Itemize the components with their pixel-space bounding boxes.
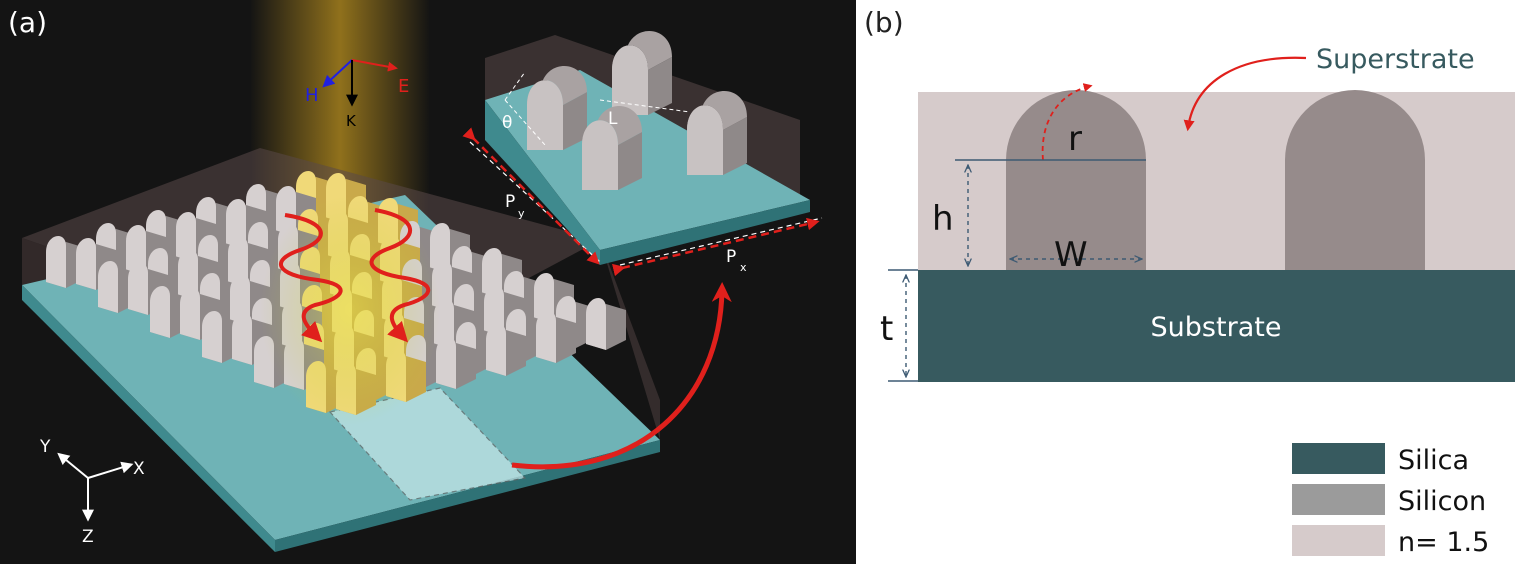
substrate-label: Substrate — [1151, 312, 1282, 343]
radius-arrow — [1041, 83, 1093, 161]
legend-label-silicon: Silicon — [1398, 486, 1486, 517]
py-subscript: y — [518, 207, 525, 220]
px-subscript: x — [740, 261, 747, 274]
field-vectors: E H K — [305, 59, 409, 130]
y-axis-label: Y — [39, 437, 51, 457]
legend-swatch-index — [1292, 525, 1385, 556]
superstrate-label: Superstrate — [1316, 44, 1475, 75]
zoom-arrow — [511, 282, 732, 470]
pillar-35 — [486, 323, 526, 376]
panel-b: (b) Substrate Superstrate r h W t Silica — [864, 6, 1515, 558]
panel-a-label: (a) — [8, 6, 47, 39]
legend-label-silica: Silica — [1398, 445, 1469, 476]
substrate-region — [918, 270, 1515, 382]
panel-a: E H K θ L P y P x — [0, 0, 856, 564]
z-axis-label: Z — [82, 527, 94, 547]
pillar-11 — [586, 297, 626, 350]
legend-swatch-silica — [1292, 443, 1385, 474]
e-field-label: E — [398, 76, 409, 97]
pillar-63 — [128, 262, 168, 315]
panel-b-label: (b) — [864, 6, 904, 39]
incident-wave-arrows — [279, 208, 431, 343]
h-field-label: H — [305, 85, 319, 106]
py-dimension-arrow — [462, 127, 600, 265]
superstrate-arrow — [1183, 56, 1307, 132]
t-label: t — [880, 309, 893, 349]
illumination-spot — [260, 195, 440, 425]
w-label: W — [1054, 235, 1088, 275]
legend-label-index: n= 1.5 — [1398, 527, 1489, 558]
pillar-47 — [436, 336, 476, 389]
pillar-2 — [1285, 90, 1425, 270]
py-label: P — [505, 192, 515, 212]
l-label: L — [608, 109, 618, 129]
inset-pillar-3 — [687, 91, 747, 175]
legend-swatch-silicon — [1292, 484, 1385, 515]
inset-pillar-1 — [612, 31, 672, 115]
pillar-1 — [1006, 90, 1146, 270]
x-axis-label: X — [133, 459, 145, 479]
k-vector-label: K — [346, 112, 357, 130]
pillar-23 — [536, 310, 576, 363]
unit-cell-inset: θ L P y P x — [462, 31, 823, 277]
r-label: r — [1068, 119, 1082, 159]
xyz-axes: X Y Z — [39, 437, 145, 547]
theta-label: θ — [502, 113, 512, 133]
legend: Silica Silicon n= 1.5 — [1292, 443, 1489, 558]
px-dimension-arrow — [612, 217, 820, 277]
h-label: h — [932, 199, 954, 239]
px-label: P — [726, 247, 736, 267]
